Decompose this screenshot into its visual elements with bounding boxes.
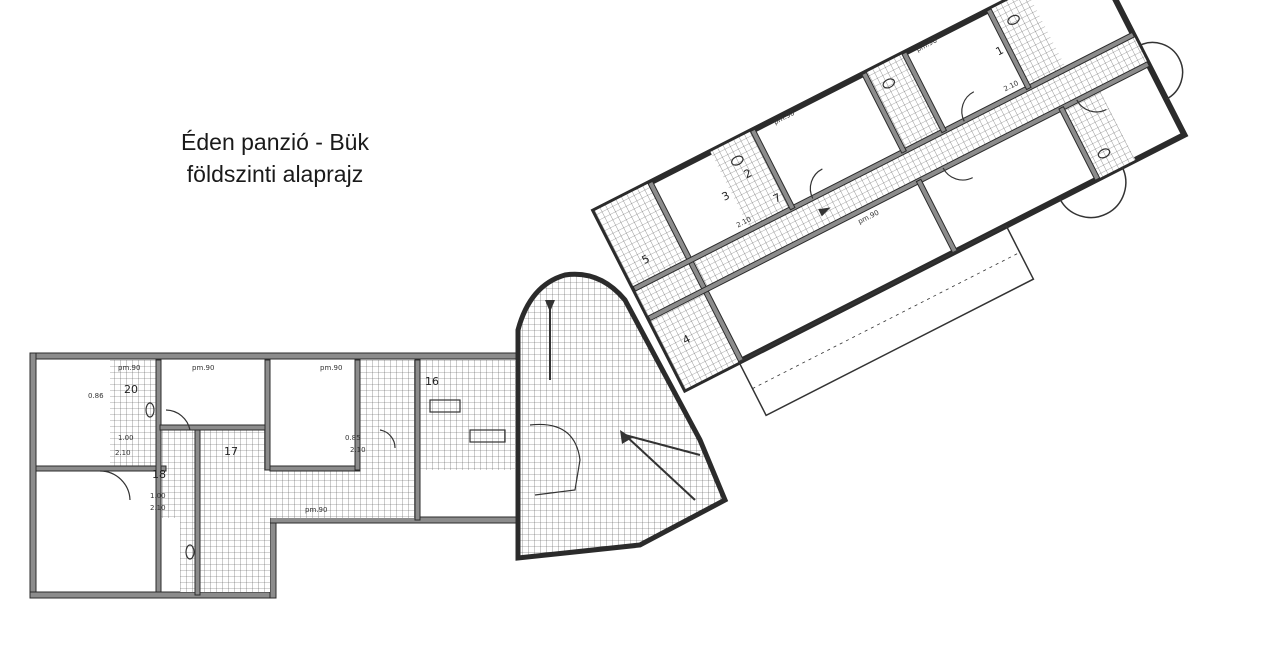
left-wing — [29, 352, 521, 599]
dim-label: 0.86 — [88, 392, 104, 400]
room-label-18: 18 — [152, 468, 166, 481]
corridor-tiles — [634, 35, 1149, 318]
room-label-16: 16 — [425, 375, 439, 388]
right-wing: 5 4 3 2 7 1 pm.90 pm.90 pm.90 2.10 2.10 — [590, 0, 1189, 417]
dim-label: pm.90 — [320, 364, 342, 372]
corridor-tiles — [160, 430, 270, 518]
dim-label: pm.90 — [305, 506, 327, 514]
bath-tiles — [861, 54, 942, 154]
bath-tiles — [360, 360, 515, 470]
stair-tiles — [594, 183, 739, 390]
bath-tiles — [986, 0, 1067, 90]
bath-tiles — [710, 131, 791, 231]
dim-label: 2.10 — [350, 446, 366, 454]
dim-label: 1.00 — [150, 492, 166, 500]
dim-label: pm.90 — [118, 364, 140, 372]
dim-label: 2.10 — [150, 504, 166, 512]
dim-label: 0.85 — [345, 434, 361, 442]
plan-subtitle: földszinti alaprajz — [186, 161, 364, 187]
lobby-tiles — [270, 470, 420, 518]
central-hall — [515, 271, 729, 561]
bath-tiles — [1058, 88, 1136, 181]
room-label-20: 20 — [124, 383, 138, 396]
room-label-17: 17 — [224, 445, 238, 458]
plan-title-block: Éden panzió - Bük földszinti alaprajz — [150, 126, 400, 190]
dim-label: 1.00 — [118, 434, 134, 442]
plan-title: Éden panzió - Bük — [181, 129, 369, 155]
wc-tiles — [110, 360, 158, 470]
dim-label: 2.10 — [115, 449, 131, 457]
dim-label: pm.90 — [192, 364, 214, 372]
